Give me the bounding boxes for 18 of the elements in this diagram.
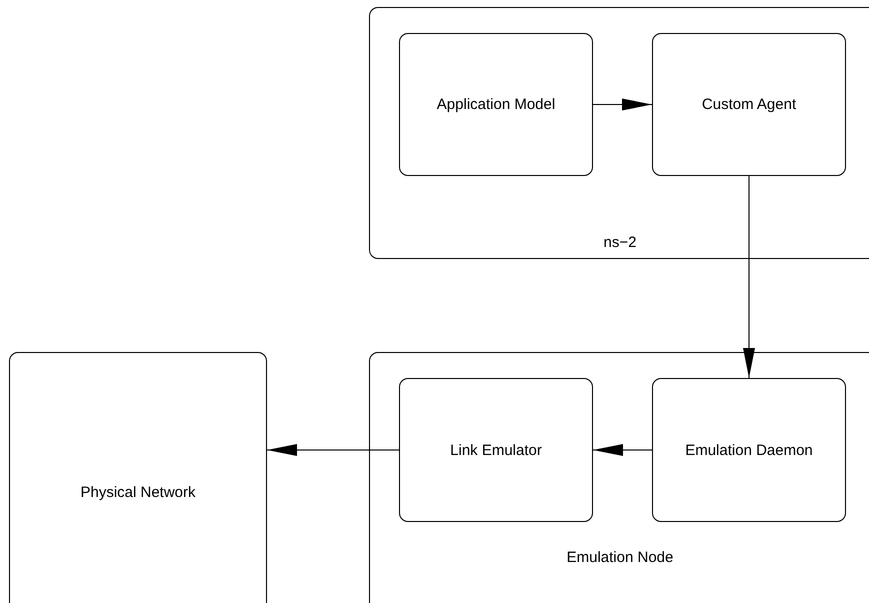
group-container xyxy=(369,7,869,259)
process-box xyxy=(652,33,846,176)
node-label: Application Model xyxy=(436,96,556,113)
process-box xyxy=(399,378,593,522)
arrow xyxy=(266,444,400,456)
node-label: Link Emulator xyxy=(450,442,542,458)
arrow xyxy=(592,98,652,110)
node-label: Custom Agent xyxy=(702,96,796,113)
group-label: Emulation Node xyxy=(566,549,674,566)
process-box xyxy=(399,33,593,176)
arrow xyxy=(592,444,652,456)
node-label: Emulation Daemon xyxy=(685,442,813,458)
group-label: ns−2 xyxy=(602,234,638,251)
process-box xyxy=(9,352,267,603)
arrow xyxy=(743,176,755,378)
process-box xyxy=(652,378,846,522)
group-container xyxy=(369,352,869,603)
node-label: Physical Network xyxy=(80,484,196,500)
